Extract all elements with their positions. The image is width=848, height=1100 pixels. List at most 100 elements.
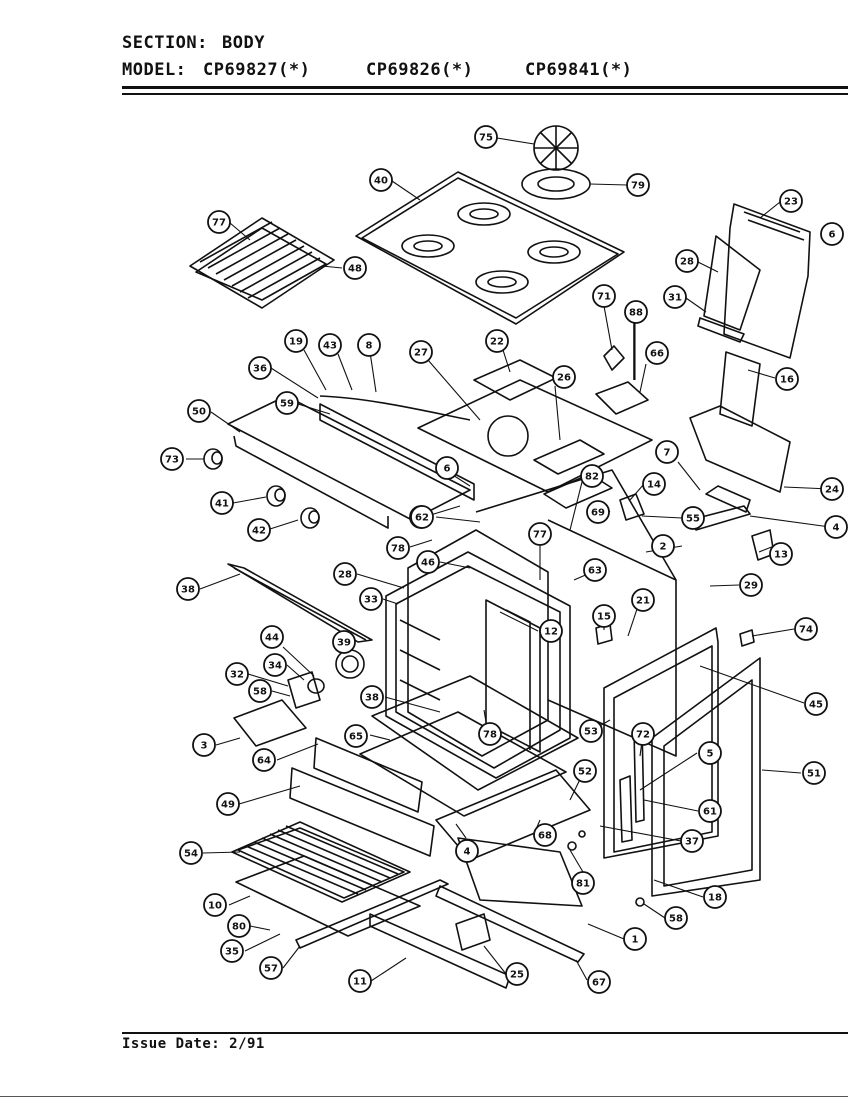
callout-number: 43	[323, 341, 337, 352]
callout-67: 67	[587, 970, 611, 994]
callout-number: 41	[215, 499, 229, 510]
callout-number: 68	[538, 831, 552, 842]
callout-number: 63	[588, 566, 602, 577]
callout-circle	[248, 679, 272, 703]
callout-78: 78	[386, 536, 410, 560]
callout-circle	[592, 284, 616, 308]
callout-number: 14	[647, 480, 661, 491]
callout-circle	[571, 871, 595, 895]
callout-circle	[318, 333, 342, 357]
callout-number: 34	[268, 661, 282, 672]
callout-40: 40	[369, 168, 393, 192]
callout-circle	[360, 685, 384, 709]
callout-27: 27	[409, 340, 433, 364]
callout-circle	[252, 748, 276, 772]
callout-36: 36	[248, 356, 272, 380]
callout-number: 54	[184, 849, 198, 860]
callout-number: 25	[510, 970, 524, 981]
callout-circle	[478, 722, 502, 746]
callout-circle	[802, 761, 826, 785]
callout-5: 5	[698, 741, 722, 765]
callout-61: 61	[698, 799, 722, 823]
callout-number: 38	[181, 585, 195, 596]
callout-46: 46	[416, 550, 440, 574]
callout-circle	[539, 619, 563, 643]
callout-number: 72	[636, 730, 650, 741]
callout-10: 10	[203, 893, 227, 917]
floor-panel-part	[457, 837, 583, 907]
callout-11: 11	[348, 969, 372, 993]
section-value: BODY	[222, 33, 265, 53]
callout-circle	[247, 518, 271, 542]
issue-date: Issue Date: 2/91	[122, 1036, 265, 1052]
header-rule	[122, 86, 848, 89]
callout-circle	[820, 477, 844, 501]
section-label: SECTION:	[122, 33, 208, 53]
callout-number: 58	[253, 687, 267, 698]
callout-circle	[160, 447, 184, 471]
callout-66: 66	[645, 341, 669, 365]
plate-part	[233, 699, 307, 747]
callout-18: 18	[703, 885, 727, 909]
callout-6: 6	[820, 222, 844, 246]
callout-58: 58	[248, 679, 272, 703]
callout-circle	[275, 391, 299, 415]
callout-circle	[624, 300, 648, 324]
callout-number: 36	[253, 364, 267, 375]
callout-circle	[583, 558, 607, 582]
callout-number: 23	[784, 197, 798, 208]
callout-21: 21	[631, 588, 655, 612]
callout-62: 62	[410, 505, 434, 529]
callout-number: 2	[660, 542, 667, 553]
callout-42: 42	[247, 518, 271, 542]
callout-number: 4	[833, 523, 840, 534]
callout-circle	[505, 962, 529, 986]
callout-48: 48	[343, 256, 367, 280]
model-label: MODEL:	[122, 60, 187, 80]
callout-31: 31	[663, 285, 687, 309]
callout-64: 64	[252, 748, 276, 772]
model-number: CP69841(*)	[525, 60, 633, 80]
callout-68: 68	[533, 823, 557, 847]
callout-circle	[586, 500, 610, 524]
callout-81: 81	[571, 871, 595, 895]
callout-41: 41	[210, 491, 234, 515]
drip-bowl-part	[521, 168, 591, 200]
callout-78: 78	[478, 722, 502, 746]
callout-circle	[580, 464, 604, 488]
callout-53: 53	[579, 719, 603, 743]
callout-circle	[332, 630, 356, 654]
callout-circle	[455, 839, 479, 863]
callout-16: 16	[775, 367, 799, 391]
side-panel-part	[547, 519, 677, 757]
control-panel-rail-part	[227, 395, 475, 529]
callout-2: 2	[651, 534, 675, 558]
callout-38: 38	[360, 685, 384, 709]
callout-circle	[824, 515, 848, 539]
callout-number: 18	[708, 893, 722, 904]
callout-number: 61	[703, 807, 717, 818]
callout-number: 27	[414, 348, 428, 359]
callout-number: 5	[707, 749, 714, 760]
vent-grille-part	[289, 767, 435, 857]
callout-4: 4	[455, 839, 479, 863]
callout-number: 29	[744, 581, 758, 592]
callout-circle	[416, 550, 440, 574]
callout-number: 57	[264, 964, 278, 975]
callout-circle	[435, 456, 459, 480]
callout-number: 42	[252, 526, 266, 537]
callout-circle	[348, 969, 372, 993]
callout-number: 28	[680, 257, 694, 268]
callout-28: 28	[675, 249, 699, 273]
callout-57: 57	[259, 956, 283, 980]
callout-circle	[552, 365, 576, 389]
callout-circle	[533, 823, 557, 847]
callout-circle	[203, 893, 227, 917]
callout-circle	[192, 733, 216, 757]
callout-circle	[216, 792, 240, 816]
callout-54: 54	[179, 841, 203, 865]
callout-circle	[333, 562, 357, 586]
callout-number: 50	[192, 407, 206, 418]
callout-circle	[248, 356, 272, 380]
callout-number: 88	[629, 308, 643, 319]
